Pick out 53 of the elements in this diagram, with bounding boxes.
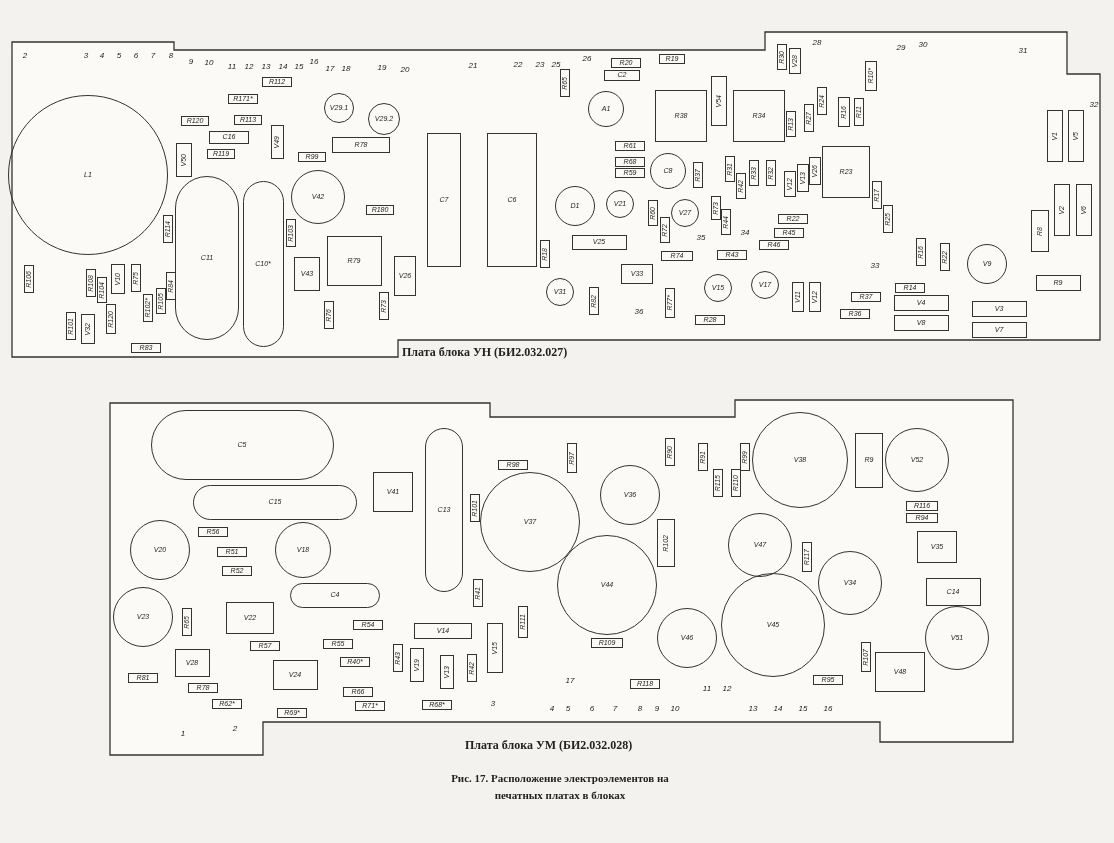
pin-number: 11 — [227, 61, 237, 71]
pin-number: 36 — [634, 306, 644, 316]
pin-number: 29 — [896, 42, 906, 52]
pin-number: 35 — [696, 232, 706, 242]
pin-number: 14 — [773, 703, 783, 713]
pin-number: 6 — [133, 50, 139, 60]
pin-number: 17 — [565, 675, 575, 685]
pin-number: 21 — [468, 60, 478, 70]
pin-number: 16 — [823, 703, 833, 713]
pin-number: 6 — [589, 703, 595, 713]
pin-number: 15 — [798, 703, 808, 713]
pin-number: 8 — [168, 50, 174, 60]
pin-number: 34 — [740, 227, 750, 237]
pin-number: 28 — [812, 37, 822, 47]
pin-number: 13 — [748, 703, 758, 713]
pin-number: 7 — [612, 703, 618, 713]
board-title: Плата блока УМ (БИ2.032.028) — [465, 738, 633, 753]
pin-number: 4 — [99, 50, 105, 60]
pin-number: 2 — [232, 723, 238, 733]
pin-number: 20 — [400, 64, 410, 74]
pin-number: 3 — [490, 698, 496, 708]
pin-number: 10 — [670, 703, 680, 713]
pin-number: 17 — [325, 63, 335, 73]
pin-number: 30 — [918, 39, 928, 49]
pin-number: 22 — [513, 59, 523, 69]
pin-number: 11 — [702, 683, 712, 693]
pin-number: 8 — [637, 703, 643, 713]
pin-number: 31 — [1018, 45, 1028, 55]
pin-number: 3 — [83, 50, 89, 60]
board-title: Плата блока УН (БИ2.032.027) — [402, 345, 568, 360]
pin-number: 4 — [549, 703, 555, 713]
pin-number: 7 — [150, 50, 156, 60]
pin-number: 25 — [551, 59, 561, 69]
pin-number: 23 — [535, 59, 545, 69]
figure-caption: Рис. 17. Расположение электроэлементов на печатных платах в блоках — [450, 771, 670, 803]
pin-number: 15 — [294, 61, 304, 71]
pin-number: 9 — [188, 56, 194, 66]
pin-number: 5 — [565, 703, 571, 713]
pin-number: 32 — [1089, 99, 1099, 109]
pin-number: 14 — [278, 61, 288, 71]
pin-number: 12 — [722, 683, 732, 693]
pin-number: 19 — [377, 62, 387, 72]
pin-number: 12 — [244, 61, 254, 71]
pin-number: 2 — [22, 50, 28, 60]
pin-number: 5 — [116, 50, 122, 60]
pin-number: 1 — [180, 728, 186, 738]
pin-number: 10 — [204, 57, 214, 67]
pin-number: 33 — [870, 260, 880, 270]
pin-number: 9 — [654, 703, 660, 713]
pin-number: 26 — [582, 53, 592, 63]
pin-number: 13 — [261, 61, 271, 71]
pin-number: 18 — [341, 63, 351, 73]
pin-number: 16 — [309, 56, 319, 66]
